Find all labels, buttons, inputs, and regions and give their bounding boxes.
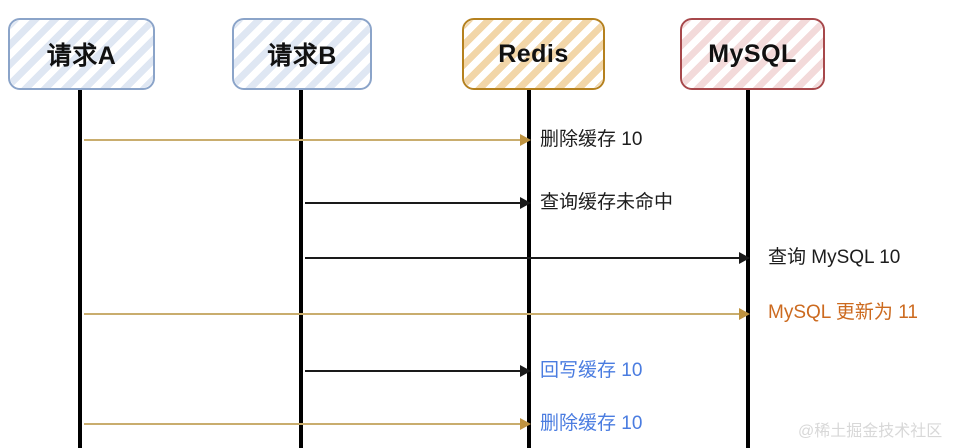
lifeline-requestA [78, 90, 82, 448]
message-arrowhead-5 [520, 365, 531, 377]
hatch-pattern-redis [464, 20, 603, 88]
message-label-2: 查询缓存未命中 [540, 192, 674, 213]
lifeline-requestB [299, 90, 303, 448]
message-arrowhead-3 [739, 252, 750, 264]
participant-mysql[interactable]: MySQL [680, 18, 825, 90]
message-line-5 [305, 370, 521, 372]
message-line-3 [305, 257, 740, 259]
message-arrowhead-2 [520, 197, 531, 209]
message-arrowhead-6 [520, 418, 531, 430]
message-label-3: 查询 MySQL 10 [768, 247, 901, 268]
message-line-2 [305, 202, 521, 204]
message-line-4 [84, 313, 740, 315]
message-label-6: 删除缓存 10 [540, 413, 643, 434]
participant-label-mysql: MySQL [708, 39, 797, 68]
message-label-5: 回写缓存 10 [540, 360, 643, 381]
hatch-pattern-requestB [234, 20, 370, 88]
participant-label-requestB: 请求B [267, 42, 337, 70]
hatch-pattern-mysql [682, 20, 823, 88]
lifeline-mysql [746, 90, 750, 448]
participant-requestA[interactable]: 请求A [8, 18, 155, 90]
participant-requestB[interactable]: 请求B [232, 18, 372, 90]
message-line-6 [84, 423, 521, 425]
participant-label-requestA: 请求A [46, 42, 117, 70]
message-label-1: 删除缓存 10 [540, 129, 643, 150]
message-line-1 [84, 139, 521, 141]
lifeline-redis [527, 90, 531, 448]
watermark: @稀土掘金技术社区 [798, 423, 943, 440]
participant-redis[interactable]: Redis [462, 18, 605, 90]
message-label-4: MySQL 更新为 11 [768, 302, 918, 323]
message-arrowhead-1 [520, 134, 531, 146]
hatch-pattern-requestA [10, 20, 153, 88]
message-arrowhead-4 [739, 308, 750, 320]
participant-label-redis: Redis [498, 39, 569, 68]
